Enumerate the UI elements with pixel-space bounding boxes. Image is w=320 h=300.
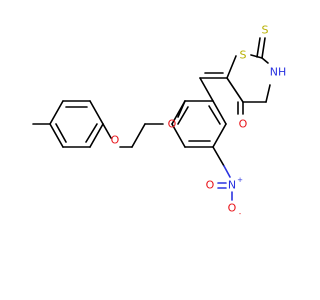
nitro-oxygen-bonds	[217, 182, 233, 201]
tolyl-ring	[32, 100, 104, 148]
ring-sulfur: S	[240, 49, 247, 62]
nitro-oxygen-anion: O	[228, 202, 237, 215]
nitro-nitrogen: N	[228, 179, 236, 192]
ether-oxygen-1: O	[111, 134, 120, 147]
ring-nh: NH	[270, 66, 287, 79]
molecule-diagram: O O S NH S O N + O O -	[32, 24, 287, 219]
nitro-negative-charge: -	[239, 210, 242, 218]
thione-sulfur: S	[262, 24, 269, 37]
nitro-oxygen-double: O	[206, 179, 215, 192]
nitrophenyl-ring	[171, 100, 227, 148]
nitro-positive-charge: +	[237, 176, 243, 184]
methylidene-bridge	[199, 72, 228, 102]
carbonyl-oxygen: O	[239, 118, 248, 131]
thiazolidine-ring	[226, 37, 271, 115]
structure-svg: O O S NH S O N + O O -	[32, 24, 287, 219]
ether-oxygen-2: O	[168, 118, 177, 131]
atom-labels: O O S NH S O N + O O -	[111, 24, 287, 219]
nitro-bonds	[212, 146, 231, 178]
